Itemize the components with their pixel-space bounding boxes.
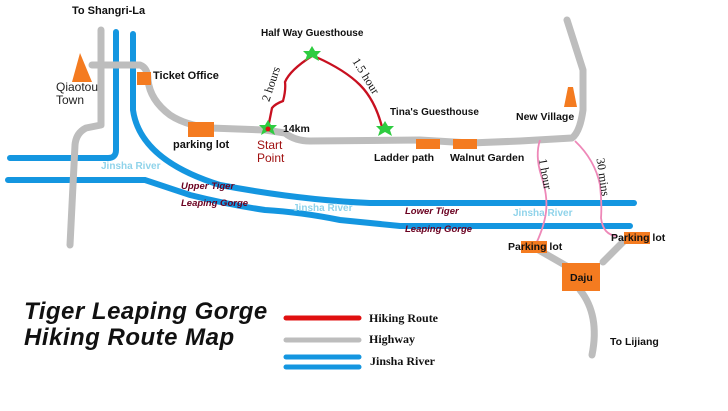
parking-lot-daju-east-label: Parking lot — [611, 232, 666, 244]
upper-gorge-label-line1: Upper Tiger — [181, 181, 235, 192]
tinas-guesthouse-star — [376, 121, 394, 136]
walnut-garden-label: Walnut Garden — [450, 152, 525, 164]
legend-lines — [283, 315, 362, 370]
ticket-office-marker — [137, 72, 151, 85]
ticket-office-label: Ticket Office — [153, 70, 219, 82]
ladder-path-label: Ladder path — [374, 152, 435, 164]
jinsha-river — [5, 29, 637, 229]
parking-lot-daju-west-label: Parking lot — [508, 241, 563, 253]
daju-marker — [562, 263, 600, 291]
qiaotou-town-marker — [72, 53, 92, 82]
parking-lot-west-marker — [188, 122, 214, 137]
new-village-label: New Village — [516, 111, 575, 123]
qiaotou-line2: Town — [56, 92, 85, 107]
side-trails — [533, 139, 618, 249]
river-label-middle: Jinsha River — [293, 203, 353, 214]
walnut-garden-marker — [453, 139, 477, 149]
start-line2: Point — [257, 150, 285, 165]
upper-gorge-label-line2: Leaping Gorge — [181, 198, 249, 209]
pk-e-hl: rking — [623, 232, 650, 244]
title-line2: Hiking Route Map — [24, 324, 235, 351]
pk-w-post: lot — [546, 241, 563, 253]
new-village-marker — [564, 87, 577, 107]
tinas-guesthouse-label: Tina's Guesthouse — [390, 107, 479, 118]
lower-gorge-label-line2: Leaping Gorge — [405, 224, 473, 235]
pk-w-hl: rking — [520, 241, 547, 253]
legend-hiking-route: Hiking Route — [369, 311, 439, 325]
daju-label: Daju — [570, 272, 593, 284]
parking-lot-west-label: parking lot — [173, 139, 230, 151]
half-way-guesthouse-star — [303, 46, 321, 61]
to-lijiang-label: To Lijiang — [610, 336, 659, 348]
pk-w-pre: Pa — [508, 241, 521, 253]
legend-highway: Highway — [369, 332, 416, 346]
lower-gorge-label-line1: Lower Tiger — [405, 206, 459, 217]
start-line1: Start — [257, 138, 283, 152]
pk-e-post: lot — [649, 232, 666, 244]
start-point-dot — [265, 126, 271, 132]
river-label-west: Jinsha River — [101, 161, 161, 172]
legend-jinsha-river: Jinsha River — [370, 354, 436, 368]
ladder-path-marker — [416, 139, 440, 149]
distance-14km-label: 14km — [283, 123, 310, 135]
half-way-guesthouse-label: Half Way Guesthouse — [261, 28, 364, 39]
orange-markers — [72, 53, 600, 291]
hiking-route — [266, 54, 384, 130]
pk-e-pre: Pa — [611, 232, 624, 244]
title-line1: Tiger Leaping Gorge — [24, 298, 268, 325]
to-shangrila-label: To Shangri-La — [72, 5, 146, 17]
qiaotou-line1: Qiaotou — [56, 80, 99, 94]
river-label-east: Jinsha River — [513, 208, 573, 219]
